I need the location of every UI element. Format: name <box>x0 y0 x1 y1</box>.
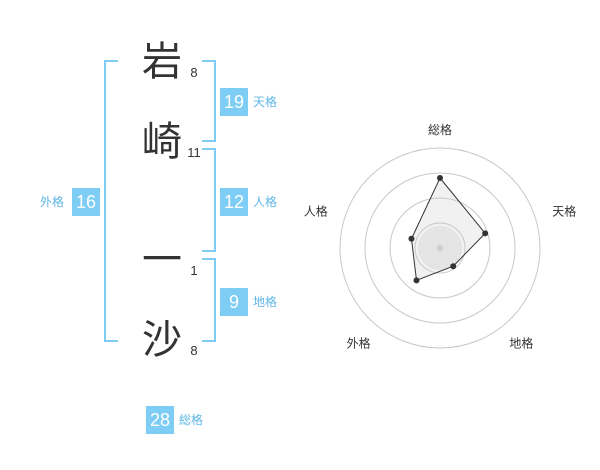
chikaku-label: 地格 <box>253 295 278 309</box>
soukaku-value: 28 <box>146 406 174 434</box>
tenkaku-label: 天格 <box>253 95 278 109</box>
stroke-count-1: 8 <box>190 65 198 80</box>
radar-axis-label-3: 地格 <box>509 335 533 350</box>
radar-grid-ring <box>414 222 466 274</box>
radar-point-4 <box>413 277 420 284</box>
radar-point-3 <box>450 263 457 270</box>
jinkaku-label: 人格 <box>253 195 278 209</box>
name-char-1: 岩 <box>142 39 182 85</box>
gaikaku-bracket <box>104 60 118 342</box>
radar-axis-label-5: 人格 <box>304 204 328 219</box>
radar-point-1 <box>437 175 443 181</box>
jinkaku-bracket <box>202 148 216 252</box>
jinkaku-value: 12 <box>220 188 248 216</box>
soukaku-label: 総格 <box>179 413 204 427</box>
tenkaku-bracket <box>202 60 216 142</box>
name-char-4: 沙 <box>142 317 182 363</box>
stroke-count-3: 1 <box>190 263 198 278</box>
gaikaku-value: 16 <box>72 188 100 216</box>
name-char-3: 一 <box>142 237 182 283</box>
chikaku-value: 9 <box>220 288 248 316</box>
radar-point-2 <box>482 230 489 237</box>
radar-axis-label-4: 外格 <box>347 335 371 350</box>
radar-grid-ring <box>389 197 491 299</box>
tenkaku-value: 19 <box>220 88 248 116</box>
radar-series-polygon <box>410 177 486 282</box>
radar-axis-label-2: 天格 <box>552 204 576 219</box>
gaikaku-label: 外格 <box>40 195 65 209</box>
radar-center-dot <box>437 245 443 251</box>
radar-grid-ring <box>364 172 516 324</box>
name-char-2: 崎 <box>142 119 182 165</box>
stroke-count-2: 11 <box>187 145 201 160</box>
radar-axis-label-1: 総格 <box>428 122 452 137</box>
radar-point-5 <box>408 235 415 242</box>
stroke-count-4: 8 <box>190 343 198 358</box>
radar-grid-ring <box>339 147 541 349</box>
chikaku-bracket <box>202 258 216 342</box>
